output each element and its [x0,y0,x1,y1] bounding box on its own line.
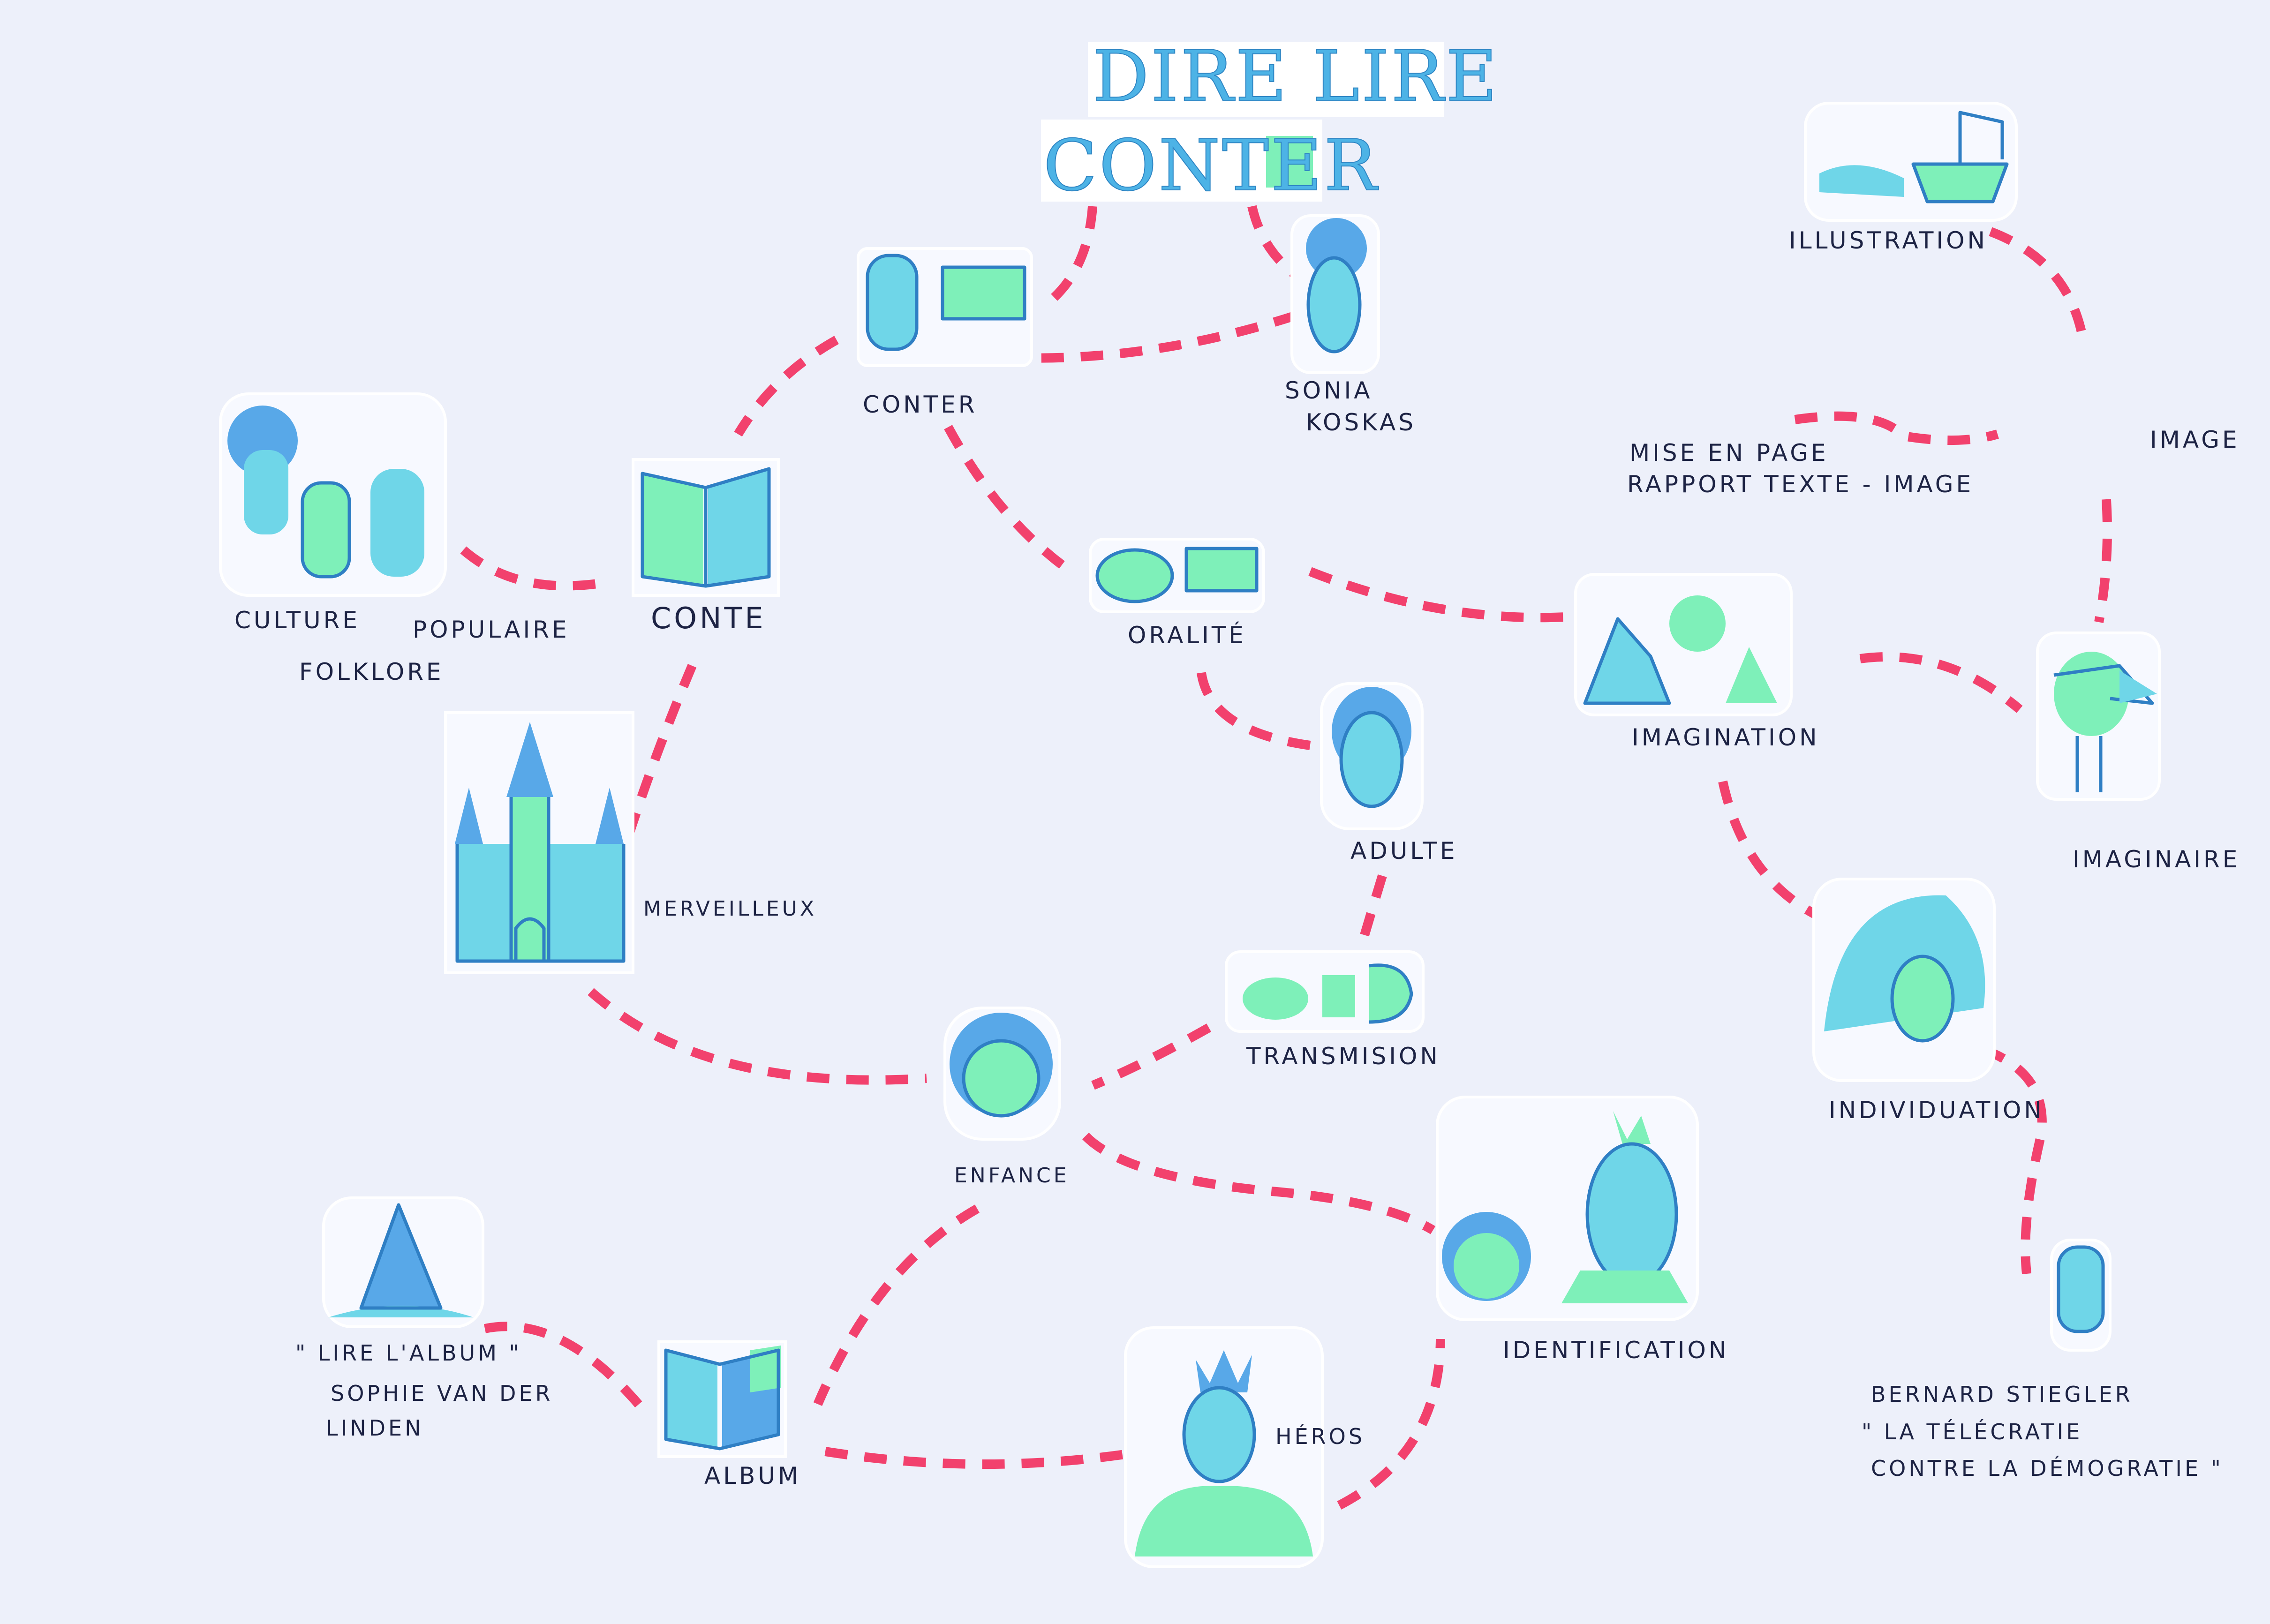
heros-icon [1124,1326,1324,1568]
edge-title-sonia [1247,205,1299,279]
transmission-icon [1225,950,1425,1033]
label-imagination: IMAGINATION [1632,724,1819,751]
edge-enfance-identification [1082,1132,1436,1234]
label-transmission: TRANSMISION [1246,1043,1440,1070]
label-identification: IDENTIFICATION [1503,1337,1729,1364]
edge-adulte-transmission [1356,874,1387,949]
connections [460,205,2112,1510]
individuation-icon [1812,878,1996,1082]
conte-book-icon [632,458,780,597]
label-illustration: ILLUSTRATION [1789,227,1988,254]
label-linden: LINDEN [326,1415,424,1441]
edge-lire-album [484,1322,648,1414]
edge-oralite-adulte [1197,672,1311,750]
title-block: DIRE LIRE CONTER [1041,36,1499,207]
label-koskas: KOSKAS [1306,409,1416,436]
title-line-2: CONTER [1043,125,1379,207]
label-lire-album: " LIRE L'ALBUM " [295,1340,522,1366]
label-stiegler-title-2: CONTRE LA DÉMOGRATIE " [1871,1456,2224,1481]
imagination-icon [1574,573,1793,716]
adulte-icon [1320,682,1424,830]
edge-merveilleux-enfance [588,988,927,1085]
title-card-1 [1088,42,1444,117]
label-enfance: ENFANCE [954,1164,1070,1188]
label-stiegler-name: BERNARD STIEGLER [1871,1382,2133,1407]
label-sophie-van-der: SOPHIE VAN DER [331,1381,553,1406]
edge-image-imaginaire [2094,499,2112,623]
enfance-icon [943,1007,1061,1141]
label-individuation: INDIVIDUATION [1829,1097,2044,1124]
label-culture: CULTURE [234,607,360,634]
sonia-koskas-icon [1290,214,1380,374]
label-album: ALBUM [704,1462,801,1489]
label-stiegler-title-1: " LA TÉLÉCRATIE [1862,1419,2082,1444]
illustration-ship-icon [1804,102,2018,222]
title-line-1: DIRE LIRE [1093,36,1499,118]
label-imaginaire: IMAGINAIRE [2073,846,2240,873]
label-image: IMAGE [2150,426,2240,453]
edge-oralite-imagination [1308,567,1593,623]
edge-culture-conte [460,546,602,591]
edge-enfance-album [813,1204,980,1406]
edge-conter-oralite [944,425,1074,576]
edge-title-conter [1042,206,1097,308]
title-highlight [1266,136,1313,188]
conter-icon [857,247,1033,367]
imaginaire-bird-icon [2036,632,2161,801]
label-merveilleux: MERVEILLEUX [643,897,817,921]
label-rapport-texte-image: RAPPORT TEXTE - IMAGE [1627,471,1974,498]
label-heros: HÉROS [1275,1424,1365,1449]
label-folklore: FOLKLORE [299,658,444,685]
edge-conte-merveilleux [625,664,697,834]
edge-conter-conte [734,336,839,437]
identification-icon [1436,1096,1699,1321]
label-conter: CONTER [863,391,978,418]
labels: CONTER SONIA KOSKAS CULTURE POPULAIRE FO… [234,227,2240,1489]
witch-icon [322,1196,484,1328]
edge-individuation-stiegler [1981,1045,2047,1275]
edge-transmission-enfance [1091,1023,1211,1090]
album-book-icon [657,1340,787,1458]
edge-imagination-individuation [1718,780,1826,924]
label-mise-en-page: MISE EN PAGE [1629,439,1829,466]
edge-misenpage-image [1794,411,1999,445]
edge-album-heros [824,1447,1145,1469]
culture-populaire-icon [219,392,447,597]
edge-heros-identification [1337,1338,1445,1510]
label-populaire: POPULAIRE [413,616,570,643]
label-adulte: ADULTE [1350,837,1457,865]
label-oralite: ORALITÉ [1128,621,1246,649]
edge-imagination-imaginaire [1859,652,2023,713]
edge-illustration-image [1989,227,2089,348]
oralite-icon [1089,538,1265,613]
label-conte: CONTE [651,601,766,635]
merveilleux-castle-icon [444,711,634,974]
stiegler-icon [2050,1239,2112,1352]
label-sonia: SONIA [1285,377,1373,404]
